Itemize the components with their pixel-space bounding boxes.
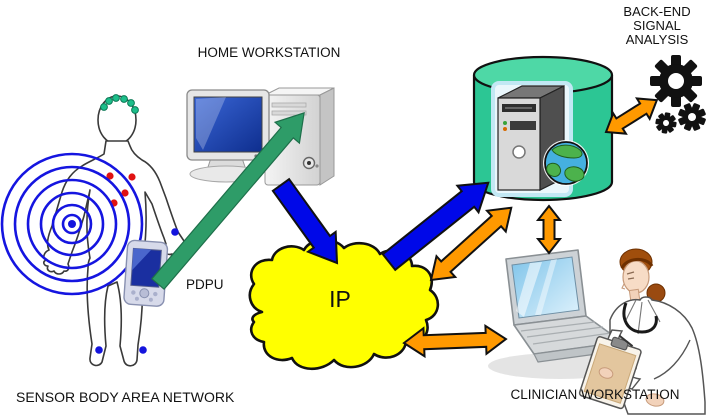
orange-arrow-server-clinician xyxy=(535,204,563,255)
clinician-figure xyxy=(578,248,706,415)
ip-cloud-label: IP xyxy=(329,286,351,312)
home-workstation-label: HOME WORKSTATION xyxy=(197,45,341,60)
backend-signal-analysis-label: BACK-END SIGNAL ANALYSIS xyxy=(604,5,710,47)
clinician-workstation-label: CLINICIAN WORKSTATION xyxy=(510,387,680,402)
pda-device-icon xyxy=(123,239,169,307)
orange-arrow-ip-clinician xyxy=(402,323,508,359)
pdpu-label: PDPU xyxy=(186,277,224,292)
computer-tower-icon xyxy=(264,87,335,186)
chest-sensor-dots xyxy=(106,172,136,207)
orange-arrow-server-gears xyxy=(604,97,659,135)
blue-arrow-home-to-ip xyxy=(271,177,339,265)
blue-arrow-ip-to-server xyxy=(381,181,490,272)
head-sensor-dots xyxy=(100,94,139,114)
green-arrow-pdpu-to-home xyxy=(151,112,305,291)
backend-label-line3: ANALYSIS xyxy=(625,32,689,47)
orange-arrow-server-ip xyxy=(429,206,513,282)
gears-icon xyxy=(650,55,706,134)
stethoscope-icon xyxy=(622,302,658,334)
backend-label-line2: SIGNAL xyxy=(633,18,681,33)
database-server-globe-icon xyxy=(472,55,614,202)
human-body-with-sensors-icon xyxy=(0,94,190,367)
radio-waves-icon xyxy=(0,152,144,296)
sensor-body-area-network-label: SENSOR BODY AREA NETWORK xyxy=(16,389,235,405)
cloud-icon xyxy=(248,238,440,371)
backend-label-line1: BACK-END xyxy=(623,4,691,19)
server-tower-icon xyxy=(491,81,573,197)
globe-icon xyxy=(543,140,589,186)
limb-sensor-dots xyxy=(95,228,179,354)
